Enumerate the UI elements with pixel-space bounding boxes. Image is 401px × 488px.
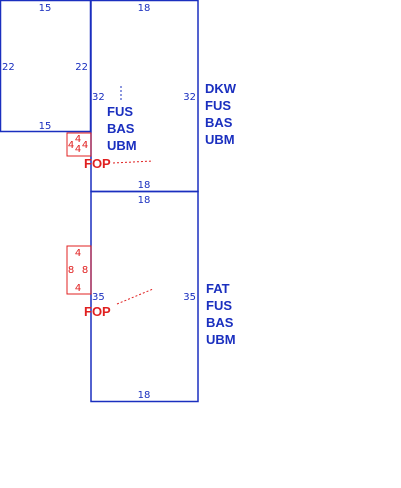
panel-b-left-dimension: 32 — [92, 92, 105, 103]
panel-b-inner-label-1: FUS — [107, 104, 133, 119]
panel-c-overlay-leader — [116, 288, 154, 305]
panel-b-side-label-1: DKW — [205, 81, 237, 96]
panel-b-overlay-left-number: 4 — [68, 140, 74, 151]
panel-c-overlay-top-number: 4 — [75, 248, 81, 259]
panel-b-overlay-bottom-number: 4 — [75, 144, 81, 155]
panel-c-overlay-right-number: 8 — [82, 265, 88, 276]
panel-a-right-dimension: 22 — [75, 62, 88, 73]
panel-c-top-dimension: 18 — [138, 195, 151, 206]
panel-c-side-label-1: FAT — [206, 281, 230, 296]
panel-c-side-label-2: FUS — [206, 298, 232, 313]
panel-b-top-dimension: 18 — [138, 3, 151, 14]
panel-b-overlay-leader — [112, 160, 154, 164]
panel-b-overlay-box — [66, 132, 92, 157]
panel-b-overlay-right-number: 4 — [82, 140, 88, 151]
panel-a-top-dimension: 15 — [39, 3, 52, 14]
panel-b-inner-label-2: BAS — [107, 121, 135, 136]
panel-c-side-label-4: UBM — [206, 332, 236, 347]
panel-b-side-label-4: UBM — [205, 132, 235, 147]
panel-b-side-label-2: FUS — [205, 98, 231, 113]
panel-c-overlay-box — [66, 245, 92, 295]
panel-b-inner-label-3: UBM — [107, 138, 137, 153]
panel-b-bottom-dimension: 18 — [138, 180, 151, 191]
panel-c-right-dimension: 35 — [183, 292, 196, 303]
panel-b-overlay-top-number: 4 — [75, 134, 81, 145]
panel-a-left-dimension: 22 — [2, 62, 15, 73]
panel-b-overlay-label: FOP — [84, 156, 111, 171]
panel-a-bottom-dimension: 15 — [39, 121, 52, 132]
panel-c: 18 18 35 35 FAT FUS BAS UBM 4 8 8 4 FOP — [66, 190, 236, 403]
panel-c-overlay-left-number: 8 — [68, 265, 74, 276]
panel-c-overlay: 4 8 8 4 FOP — [66, 245, 154, 319]
panel-c-overlay-label: FOP — [84, 304, 111, 319]
panel-c-overlay-bottom-number: 4 — [75, 283, 81, 294]
panel-c-outline — [90, 190, 199, 403]
panel-c-bottom-dimension: 18 — [138, 390, 151, 401]
panel-a: 15 15 22 22 — [0, 0, 92, 133]
panel-b-right-dimension: 32 — [183, 92, 196, 103]
panel-b-overlay: 4 4 4 4 FOP — [66, 132, 154, 171]
panel-c-side-label-3: BAS — [206, 315, 234, 330]
panel-b: 18 18 32 32 FUS BAS UBM DKW FUS BAS UBM … — [66, 0, 237, 193]
panel-b-side-label-3: BAS — [205, 115, 233, 130]
panel-c-left-dimension: 35 — [92, 292, 105, 303]
